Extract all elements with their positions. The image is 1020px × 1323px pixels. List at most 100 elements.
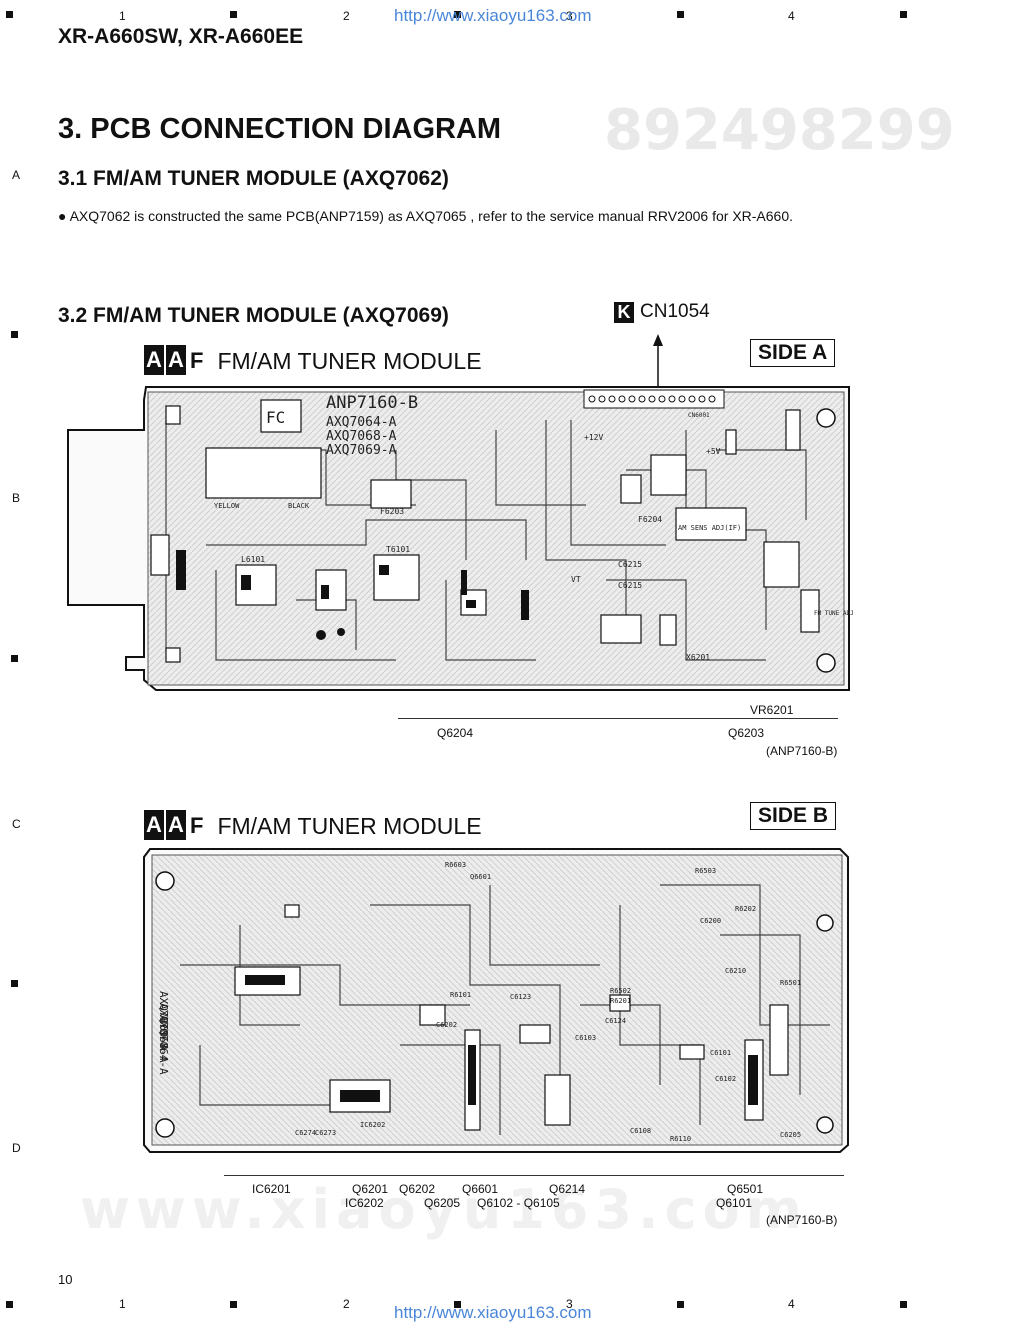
board-mark: C6103 (575, 1034, 596, 1042)
watermark-number: 892498299 (604, 98, 955, 163)
module-heading: A A F FM/AM TUNER MODULE (144, 810, 482, 840)
board-mark: C6200 (700, 917, 721, 925)
board-mark: R6110 (670, 1135, 691, 1143)
board-reference: (ANP7160-B) (766, 744, 838, 758)
board-reference: (ANP7160-B) (766, 1213, 838, 1227)
connector-name: CN1054 (640, 301, 710, 322)
column-number: 2 (343, 1297, 350, 1311)
board-mark: R6502 (610, 987, 631, 995)
module-heading: A A F FM/AM TUNER MODULE (144, 345, 482, 375)
model-title: XR-A660SW, XR-A660EE (58, 25, 304, 48)
row-letter: D (12, 1141, 21, 1155)
board-mark: C6215 (618, 581, 642, 590)
part-label: IC6201 (252, 1182, 291, 1196)
connector-code: K (614, 301, 634, 323)
board-mark: IC6202 (360, 1121, 385, 1129)
column-number: 3 (566, 9, 573, 23)
section-heading: 3.1 FM/AM TUNER MODULE (AXQ7062) (58, 167, 449, 190)
board-mark: R6201 (610, 997, 631, 1005)
callout-line (224, 1175, 844, 1176)
pcb-side-a: ANP7160-B AXQ7064-A AXQ7068-A AXQ7069-A … (67, 334, 854, 691)
module-code: A (166, 345, 186, 375)
row-letter: C (12, 817, 21, 831)
side-label: SIDE B (750, 802, 837, 830)
board-mark: C6210 (725, 967, 746, 975)
board-mark: C6108 (630, 1127, 651, 1135)
board-mark: F6203 (380, 507, 404, 516)
board-mark: T6101 (386, 545, 410, 554)
frame-marker (11, 331, 18, 338)
board-mark: X6201 (686, 653, 710, 662)
board-mark: C6202 (436, 1021, 457, 1029)
board-mark: C6123 (510, 993, 531, 1001)
board-mark: C6274 (295, 1129, 316, 1137)
module-code: A (144, 345, 164, 375)
part-label: Q6101 (716, 1196, 753, 1210)
frame-marker (900, 1301, 907, 1308)
board-variant: AXQ7064-A (157, 1015, 170, 1075)
pcb-side-b: AXQ7064-A AXQ7068-A AXQ7069-A R6603 Q660… (143, 848, 849, 1153)
frame-marker (677, 11, 684, 18)
part-label: Q6214 (549, 1182, 586, 1196)
page-title: 3. PCB CONNECTION DIAGRAM (58, 113, 502, 145)
module-title: FM/AM TUNER MODULE (217, 348, 482, 374)
part-label: Q6601 (462, 1182, 499, 1196)
board-id: ANP7160-B (326, 393, 418, 413)
frame-marker (454, 11, 461, 18)
part-label: Q6201 (352, 1182, 389, 1196)
page-number: 10 (58, 1272, 73, 1287)
part-label: Q6205 (424, 1196, 461, 1210)
board-mark: R6202 (735, 905, 756, 913)
watermark-site: www.xiaoyu163.com (80, 1178, 808, 1241)
section-heading: 3.2 FM/AM TUNER MODULE (AXQ7069) (58, 304, 449, 327)
module-title: FM/AM TUNER MODULE (217, 813, 482, 839)
frame-marker (900, 11, 907, 18)
board-mark: +12V (584, 433, 603, 442)
board-mark: VT (571, 575, 581, 584)
board-mark: C6273 (315, 1129, 336, 1137)
column-number: 3 (566, 1297, 573, 1311)
column-number: 1 (119, 1297, 126, 1311)
part-label: IC6202 (345, 1196, 384, 1210)
board-mark: F6204 (638, 515, 662, 524)
part-label: Q6501 (727, 1182, 764, 1196)
column-number: 2 (343, 9, 350, 23)
board-mark: R6603 (445, 861, 466, 869)
board-mark: R6503 (695, 867, 716, 875)
frame-marker (11, 980, 18, 987)
board-mark: +5V (706, 447, 721, 456)
board-mark: R6101 (450, 991, 471, 999)
board-variant: AXQ7064-A (326, 415, 397, 430)
module-code: F (190, 348, 204, 373)
board-mark: C6102 (715, 1075, 736, 1083)
board-mark: AM SENS ADJ(IF) (678, 524, 741, 532)
connector-label: K CN1054 (614, 301, 710, 323)
board-variant: AXQ7068-A (326, 429, 397, 444)
board-mark: C6101 (710, 1049, 731, 1057)
part-label: Q6202 (399, 1182, 436, 1196)
frame-marker (230, 11, 237, 18)
frame-marker (6, 1301, 13, 1308)
part-label: VR6201 (750, 703, 794, 717)
module-code: F (190, 813, 204, 838)
board-mark: R6501 (780, 979, 801, 987)
column-number: 4 (788, 9, 795, 23)
frame-marker (6, 11, 13, 18)
part-label: Q6204 (437, 726, 474, 740)
callout-line (398, 718, 838, 719)
section-note: ● AXQ7062 is constructed the same PCB(AN… (58, 208, 794, 224)
board-mark: CN6001 (688, 412, 710, 419)
board-mark: C6205 (780, 1131, 801, 1139)
site-url[interactable]: http://www.xiaoyu163.com (394, 6, 592, 25)
board-mark: YELLOW (214, 502, 240, 510)
frame-marker (11, 655, 18, 662)
board-mark: C6215 (618, 560, 642, 569)
board-mark: FC (266, 408, 285, 427)
board-mark: FM TUNE ADJ (814, 610, 854, 617)
module-code: A (166, 810, 186, 840)
site-url[interactable]: http://www.xiaoyu163.com (394, 1303, 592, 1322)
side-label: SIDE A (750, 339, 836, 367)
column-number: 4 (788, 1297, 795, 1311)
board-mark: L6101 (241, 555, 265, 564)
board-mark: Q6601 (470, 873, 491, 881)
